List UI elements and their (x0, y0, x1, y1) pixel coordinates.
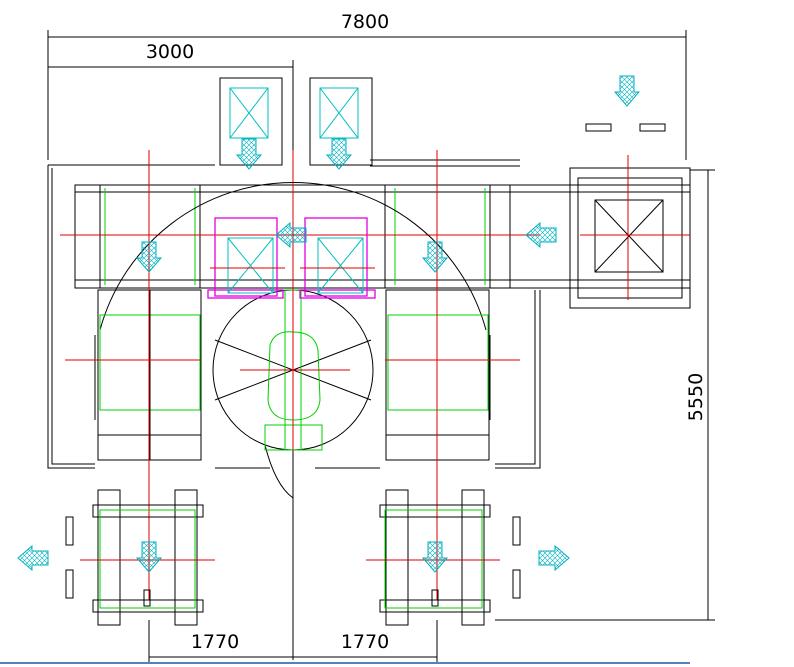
dimension-depth (495, 169, 715, 621)
dimension-bottom (148, 620, 438, 662)
arrow-left-icon (525, 222, 557, 248)
arrow-down-icon (614, 75, 640, 107)
arrow-left-icon (17, 545, 49, 571)
dimension-overall-width (47, 30, 687, 160)
pallet-station-right (299, 217, 376, 299)
palletizing-cell-right (385, 150, 520, 600)
pallet-magazine-top (219, 77, 373, 166)
dim-label-1770-left: 1770 (191, 631, 239, 653)
dim-label-3000: 3000 (146, 41, 194, 63)
arrow-right-icon (538, 545, 570, 571)
dim-label-1770-right: 1770 (341, 631, 389, 653)
side-markers (65, 123, 666, 599)
outfeed-conveyor-right (366, 489, 500, 626)
infeed-station (569, 155, 691, 309)
flow-arrows (17, 75, 640, 573)
dim-label-5550: 5550 (685, 373, 707, 421)
robot (240, 150, 350, 451)
arrow-left-icon (275, 222, 307, 248)
arrow-down-icon (136, 541, 162, 573)
arrow-down-icon (422, 541, 448, 573)
palletizing-cell-left (65, 150, 202, 600)
window-edge (0, 662, 690, 664)
arrow-down-icon (422, 241, 448, 273)
safety-fence (47, 159, 541, 469)
arrow-down-icon (136, 241, 162, 273)
pallet-station-left (207, 217, 285, 299)
dim-label-7800: 7800 (341, 11, 389, 33)
